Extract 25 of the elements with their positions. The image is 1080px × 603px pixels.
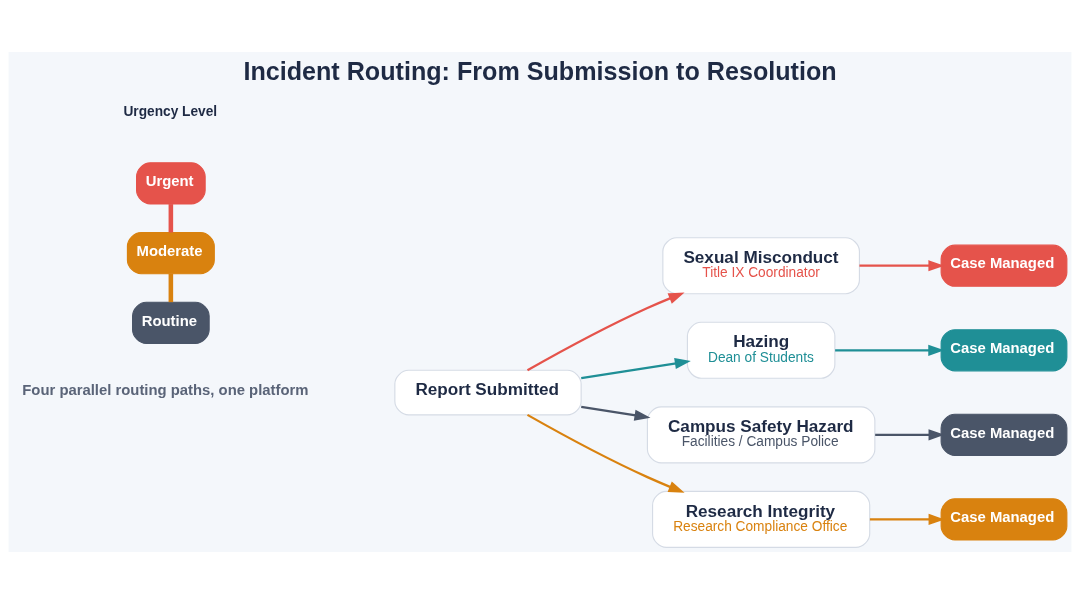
node-box: Hazing Dean of Students [686,321,836,379]
node-box: Sexual Misconduct Title IX Coordinator [662,236,860,294]
arrow [859,259,945,271]
node-box: Routine [132,301,210,344]
arrow [581,405,651,421]
arrow [869,513,945,525]
arrow [835,344,945,356]
node-box: Moderate [126,231,215,274]
arrow [875,428,945,440]
node-box: Case Managed [940,497,1068,541]
connector [168,203,174,232]
arrow [526,291,685,371]
node-box: Report Submitted [394,369,582,415]
node-box: Urgent [136,161,206,205]
node-box: Case Managed [940,244,1068,287]
node-box: Research Integrity Research Compliance Office [652,490,871,548]
arrow [581,357,691,379]
diagram-title: Incident Routing: From Submission to Resolution [243,56,837,85]
label: Four parallel routing paths, one platform [22,381,309,398]
arrow [526,413,685,493]
node-box: Case Managed [940,328,1068,371]
label: Urgency Level [123,103,218,119]
node-box: Case Managed [940,413,1068,456]
connector [168,273,174,302]
node-box: Campus Safety Hazard Facilities / Campus Police [646,405,876,463]
